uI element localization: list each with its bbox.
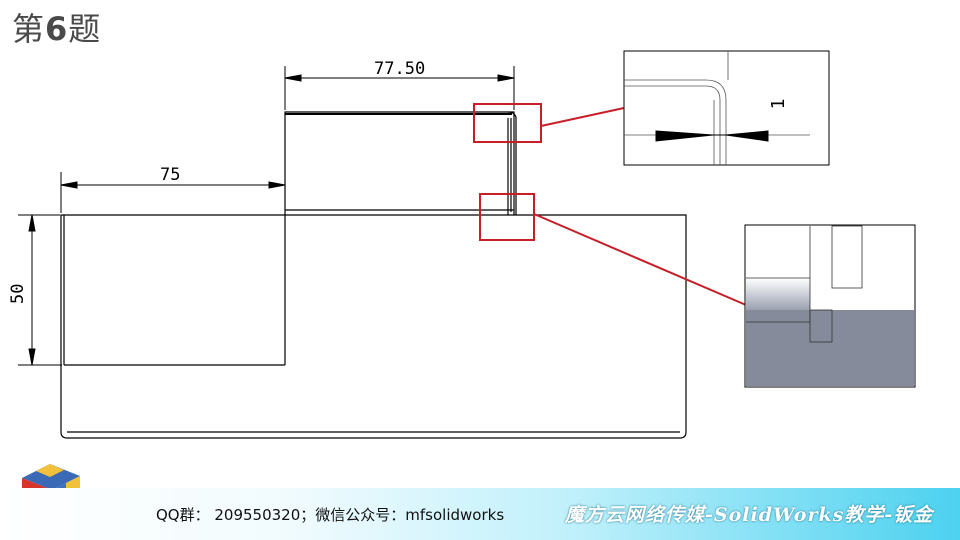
- dimension-height: [18, 214, 62, 366]
- main-body-outline: [60, 214, 687, 439]
- callout-box-top: [473, 103, 542, 143]
- title-number: 6: [45, 10, 69, 48]
- top-tab-outline: [284, 111, 515, 215]
- part-outline: [60, 111, 687, 439]
- detail-thickness-label: 1: [768, 99, 789, 110]
- dimension-top: [284, 66, 515, 110]
- page-title: 第6题: [12, 4, 101, 50]
- dimension-top-label: 77.50: [374, 59, 425, 79]
- callout-leader-top: [540, 107, 625, 127]
- callout-leader-bottom: [533, 213, 747, 306]
- dimension-height-label: 50: [8, 284, 28, 304]
- footer-banner: QQ群： 209550320；微信公众号：mfsolidworks 魔方云网络传…: [0, 488, 960, 540]
- detail-view-bend: 1: [623, 50, 830, 166]
- flange-bend: [507, 111, 517, 215]
- footer-contact: QQ群： 209550320；微信公众号：mfsolidworks: [156, 506, 505, 524]
- title-suffix: 题: [68, 10, 102, 48]
- callouts: [473, 103, 747, 306]
- footer-brand: 魔方云网络传媒-SolidWorks教学-钣金: [565, 504, 934, 526]
- detail-view-relief: [744, 224, 916, 388]
- title-prefix: 第: [12, 10, 46, 48]
- sheet-metal-drawing: 77.50 75 50: [8, 50, 916, 439]
- dimension-left: [60, 172, 286, 213]
- dimension-left-label: 75: [160, 165, 180, 185]
- callout-box-bottom: [479, 193, 535, 241]
